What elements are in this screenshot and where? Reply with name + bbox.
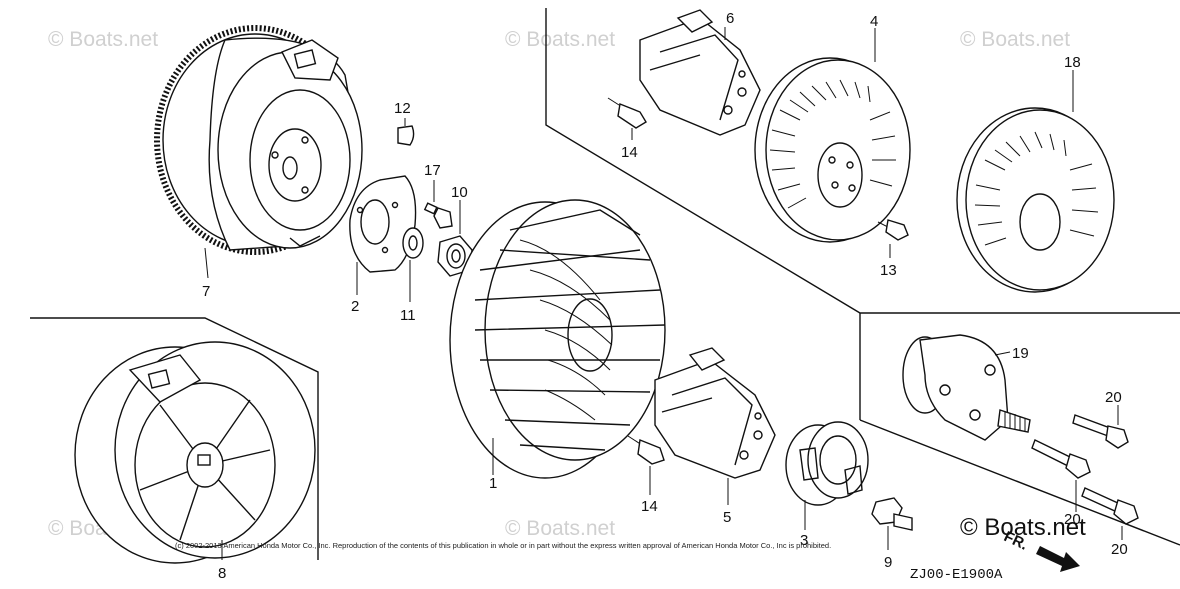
callout-4: 4	[870, 13, 878, 30]
watermark-top-right: © Boats.net	[960, 28, 1070, 51]
callout-1: 1	[489, 475, 497, 492]
bracket-part-5[interactable]	[654, 347, 776, 505]
callout-13: 13	[880, 262, 897, 279]
callout-20-bottom: 20	[1111, 541, 1128, 558]
callout-5: 5	[723, 509, 731, 526]
bolt-part-9[interactable]	[871, 497, 913, 550]
watermark-top-center: © Boats.net	[505, 28, 615, 51]
callout-20-middle: 20	[1064, 511, 1081, 528]
callout-6: 6	[726, 10, 734, 27]
hub-part-19[interactable]	[902, 334, 1031, 441]
plate-part-2[interactable]	[349, 175, 417, 295]
bolts-part-20[interactable]	[1031, 405, 1139, 540]
rotor-disc-part-18[interactable]	[956, 70, 1115, 293]
bolt-part-13[interactable]	[877, 219, 909, 258]
callout-10: 10	[451, 184, 468, 201]
bolt-part-14-lower[interactable]	[627, 435, 665, 495]
nut-part-10[interactable]	[437, 200, 473, 277]
callout-labels: 6 4 18 12 14 17 10 13 7 2 11 19 20 1 14 …	[202, 10, 1128, 582]
callout-19: 19	[1012, 345, 1029, 362]
key-part-12[interactable]	[397, 118, 415, 146]
callout-2: 2	[351, 298, 359, 315]
flywheel-part-7[interactable]	[154, 25, 363, 279]
callout-17: 17	[424, 162, 441, 179]
watermark-top-left: © Boats.net	[48, 28, 158, 51]
callout-14-lower: 14	[641, 498, 658, 515]
callout-9: 9	[884, 554, 892, 571]
bolt-part-14-upper[interactable]	[607, 97, 647, 140]
diagram-code: ZJ00-E1900A	[910, 567, 1003, 583]
callout-3: 3	[800, 532, 808, 549]
callout-11: 11	[400, 307, 416, 324]
sleeve-part-3[interactable]	[785, 421, 869, 530]
callout-20-top: 20	[1105, 389, 1122, 406]
copyright-notice: (c) 2002-2013 American Honda Motor Co., …	[175, 541, 831, 550]
brand-watermark: © Boats.net	[960, 514, 1086, 541]
bolt-part-17[interactable]	[423, 180, 453, 229]
callout-14-upper: 14	[621, 144, 638, 161]
callout-18: 18	[1064, 54, 1081, 71]
rotor-disc-part-4[interactable]	[754, 28, 911, 243]
cooling-fan-part-1[interactable]	[449, 199, 666, 479]
callout-8: 8	[218, 565, 226, 582]
callout-12: 12	[394, 100, 411, 117]
bracket-part-6[interactable]	[639, 9, 761, 136]
watermark-bottom-center: © Boats.net	[505, 517, 615, 540]
washer-part-11[interactable]	[402, 227, 424, 302]
flywheel-part-8[interactable]	[74, 341, 316, 564]
callout-7: 7	[202, 283, 210, 300]
